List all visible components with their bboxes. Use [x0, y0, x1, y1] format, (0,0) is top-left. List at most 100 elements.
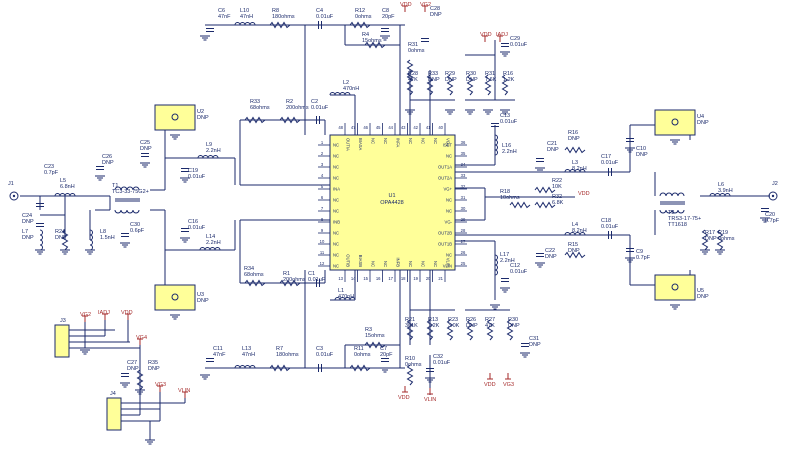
- l7-ref: L7: [22, 229, 28, 235]
- c11-symbol: [205, 358, 215, 362]
- l7-value: DNP: [22, 235, 34, 241]
- l8-ref: L8: [100, 229, 106, 235]
- c26-symbol: [95, 166, 105, 170]
- r13-ref: R13: [428, 317, 438, 323]
- c27-symbol: [120, 373, 130, 377]
- u1-pin-num-left: 2: [321, 151, 324, 156]
- j4-ref: J4: [110, 391, 116, 397]
- l5-value: 6.8nH: [60, 184, 75, 190]
- u5-value: DNP: [697, 294, 709, 300]
- l10-ref: L10: [240, 8, 249, 14]
- r21-value: 301K: [405, 323, 418, 329]
- u1-pin-name-bottom: NC: [421, 261, 426, 267]
- u1-pin-num-left: 5: [321, 184, 324, 189]
- c29-value: 0.01uF: [510, 42, 528, 48]
- u1-pin-num-top: 43: [401, 125, 406, 130]
- r32-value: 6.8K: [552, 200, 564, 206]
- u1-pin-name-bottom: BIASB: [358, 255, 363, 268]
- u1-pin-num-top: 41: [426, 125, 431, 130]
- c10-value: DNP: [636, 152, 648, 158]
- t2-transformer: [659, 192, 685, 214]
- t2b-value: TT1618: [668, 222, 687, 228]
- c28-value: DNP: [430, 12, 442, 18]
- net-vg2-j3: VG2: [80, 312, 91, 318]
- c13-value: 0.01uF: [500, 119, 518, 125]
- u4-ref: U4: [697, 114, 704, 120]
- r33-ref: R33: [250, 99, 260, 105]
- u1-pin-name-left: NC: [333, 143, 339, 148]
- u4-value: DNP: [697, 120, 709, 126]
- net-vg4-j4: VG4: [136, 335, 147, 341]
- u1-pin-num-left: 11: [320, 250, 325, 255]
- u1-pin-num-top: 44: [388, 125, 393, 130]
- c1-ref: C1: [308, 271, 315, 277]
- r4-ref: R4: [362, 32, 369, 38]
- u1-pin-name-right: OUT1B: [438, 242, 452, 247]
- r28-value: 47K: [408, 77, 418, 83]
- r31-value: 0ohms: [408, 48, 425, 54]
- c4-value: 0.01uF: [316, 14, 334, 20]
- l7-symbol: [39, 229, 43, 251]
- u1-pin-num-bottom: 14: [351, 276, 356, 281]
- j2-connector: [768, 191, 778, 201]
- j4-header: [106, 345, 186, 440]
- u1-pin-name-left: NC: [333, 253, 339, 258]
- u1-pin-num-left: 10: [320, 239, 325, 244]
- c27-value: DNP: [127, 366, 139, 372]
- r23-ref: R23: [448, 317, 458, 323]
- l9-ref: L9: [206, 142, 212, 148]
- u1-pin-num-bottom: 20: [426, 276, 431, 281]
- c17-value: 0.01uF: [601, 160, 619, 166]
- u1-pin-num-right: 32: [461, 184, 466, 189]
- c26-value: DNP: [102, 160, 114, 166]
- u1-pin-name-right: VG-: [445, 220, 453, 225]
- l9-value: 2.2nH: [206, 148, 221, 154]
- r17-value: DNP: [705, 236, 717, 242]
- u1-pin-name-right: VLIN: [443, 264, 452, 269]
- u1-pin-num-top: 47: [351, 125, 356, 130]
- r35-value: DNP: [148, 366, 160, 372]
- l2-ref: L2: [343, 80, 349, 86]
- r16-ref: R16: [503, 71, 513, 77]
- u1-pin-name-right: NC: [446, 198, 452, 203]
- c19-ref: C19: [188, 168, 198, 174]
- r16b-symbol: [564, 147, 586, 153]
- r31b-value: 7.6K: [485, 77, 497, 83]
- net-vdd-right-top: VDD: [480, 32, 492, 38]
- c8-value: 20pF: [382, 14, 395, 20]
- r30b-value: DNP: [508, 323, 520, 329]
- u1-pin-num-right: 30: [461, 206, 466, 211]
- c20-ref: C20: [765, 212, 775, 218]
- net-vdd-right-bottom: VDD: [484, 382, 496, 388]
- r15-value: DNP: [568, 248, 580, 254]
- r31-ref: R31: [408, 42, 418, 48]
- r19-value: 0ohms: [718, 236, 735, 242]
- u1-pin-num-bottom: 18: [401, 276, 406, 281]
- u1-pin-num-left: 12: [320, 261, 325, 266]
- c16-ref: C16: [188, 219, 198, 225]
- c22-value: DNP: [545, 254, 557, 260]
- l16-ref: L16: [502, 143, 511, 149]
- u1-pin-name-bottom: VLIN: [446, 258, 451, 267]
- l4-ref: L4: [572, 222, 578, 228]
- r33-value: 68ohms: [250, 105, 270, 111]
- t2-value: TRS3-17-75+: [668, 216, 701, 222]
- c23-ref: C23: [44, 164, 54, 170]
- c16-value: 0.01uF: [188, 225, 206, 231]
- l17-ref: L17: [500, 252, 509, 258]
- r11-value: 0ohms: [354, 352, 371, 358]
- net-vdd-j3: VDD: [121, 310, 133, 316]
- c8-ref: C8: [382, 8, 389, 14]
- u1-pin-num-bottom: 21: [438, 276, 443, 281]
- net-flags: VDD VG2 VDD IADJ VDD VLIN VDD VG3 VDD VG…: [80, 2, 590, 403]
- r18-symbol: [509, 202, 531, 208]
- c24-ref: C24: [22, 213, 32, 219]
- u1-pin-name-right: NC: [446, 209, 452, 214]
- c30-symbol: [120, 233, 130, 237]
- c6-value: 47nF: [218, 14, 231, 20]
- r21-ref: R21: [405, 317, 415, 323]
- c18-value: 0.01uF: [601, 224, 619, 230]
- u1-pin-name-left: NC: [333, 209, 339, 214]
- u1-pin-name-bottom: NC: [408, 261, 413, 267]
